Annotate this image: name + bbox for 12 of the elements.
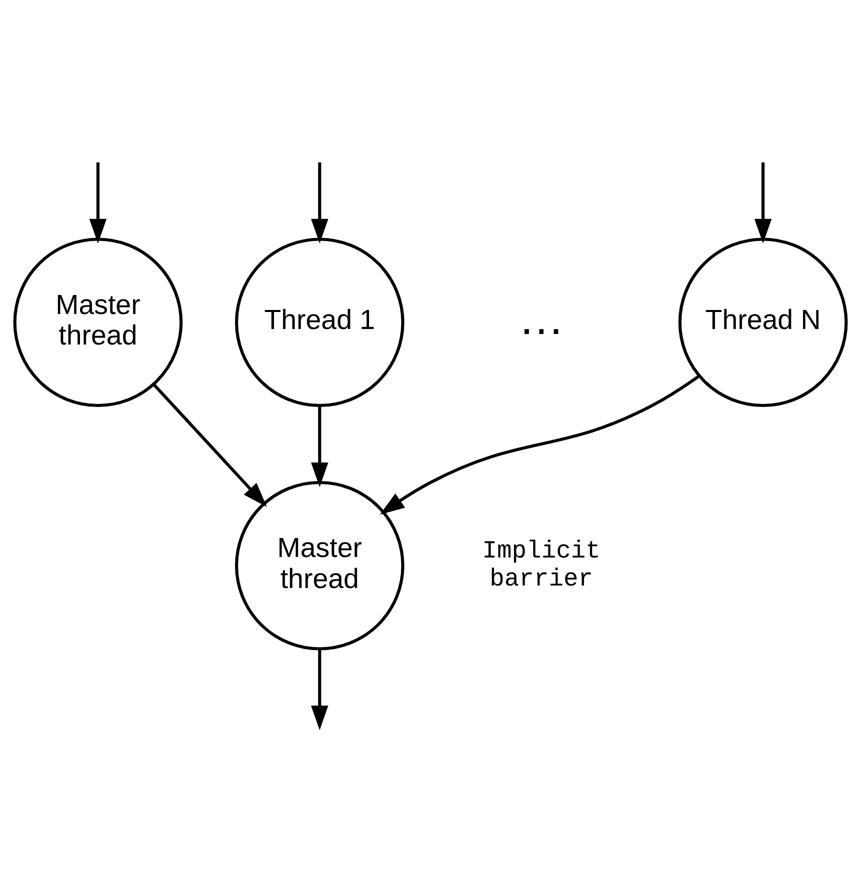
- arrow: [311, 648, 328, 730]
- label: Implicit barrier: [482, 538, 600, 594]
- arrow: [311, 162, 328, 244]
- label: …: [518, 292, 564, 344]
- arrow: [754, 162, 772, 244]
- node-circle: Master thread: [13, 238, 183, 408]
- arrow: [89, 162, 107, 244]
- arrow: [152, 383, 267, 507]
- arrow: [311, 406, 328, 488]
- node-circle: Thread N: [678, 238, 848, 408]
- node-circle: Thread 1: [234, 238, 404, 408]
- arrow: [380, 374, 700, 515]
